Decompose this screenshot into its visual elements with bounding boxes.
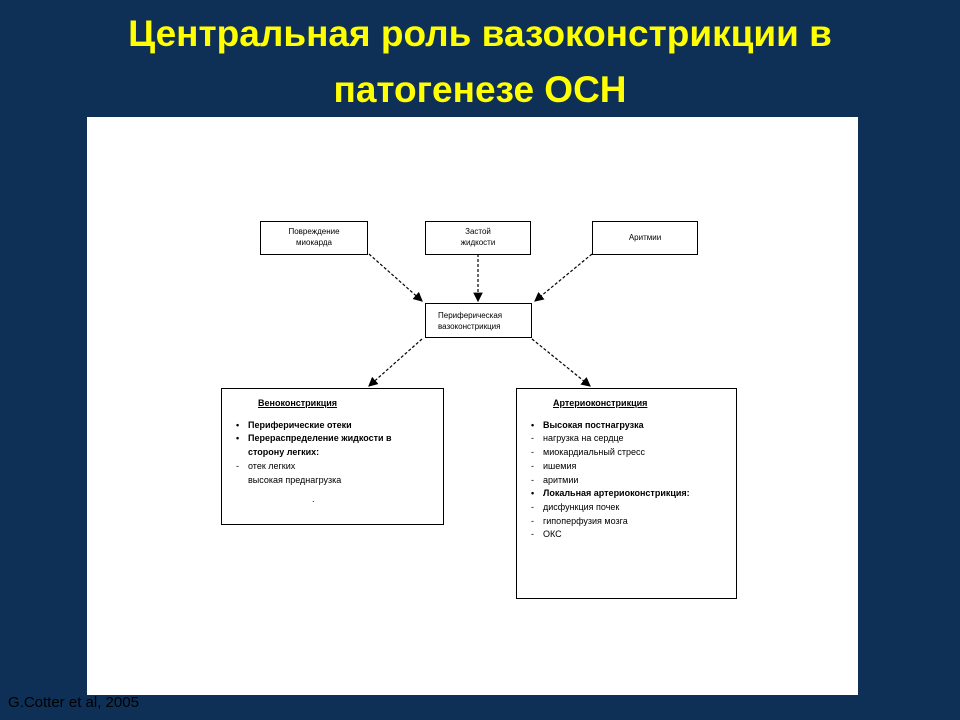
cause-label-line: жидкости — [460, 238, 496, 247]
diagram-panel: Повреждение миокарда Застой жидкости Ари… — [87, 117, 858, 695]
center-label-line: Периферическая — [438, 311, 503, 320]
list-item: ишемия — [529, 460, 730, 474]
list-item: отек легких — [234, 460, 437, 474]
arterioconstriction-heading: Артериоконстрикция — [553, 398, 648, 408]
cause-label-line: Аритмии — [628, 233, 662, 242]
arrow-center-to-arterio — [531, 338, 591, 387]
list-item: ОКС — [529, 528, 730, 542]
cause-box-myocardial-damage: Повреждение миокарда — [260, 221, 368, 255]
arrow-center-to-veno — [368, 338, 423, 387]
list-item: миокардиальный стресс — [529, 446, 730, 460]
list-item: высокая преднагрузка — [248, 474, 342, 485]
list-item: дисфункция почек — [529, 501, 730, 515]
cause-box-arrhythmia: Аритмии — [592, 221, 698, 255]
arrow-arrhythmia-to-center — [534, 253, 593, 302]
list-item: . — [312, 494, 315, 505]
list-item: Локальная артериоконстрикция: — [529, 487, 730, 501]
diagram-arrows — [368, 253, 593, 387]
citation: G.Cotter et al, 2005 — [8, 694, 139, 711]
center-label-line: вазоконстрикция — [438, 322, 501, 331]
list-item: нагрузка на сердце — [529, 432, 730, 446]
list-item: Перераспределение жидкости в — [234, 432, 437, 446]
list-item: Периферические отеки — [234, 419, 437, 433]
venoconstriction-box: Веноконстрикция Периферические отеки Пер… — [221, 388, 444, 525]
cause-label-line: Застой — [465, 227, 491, 236]
arrow-damage-to-center — [368, 253, 423, 302]
cause-label-line: Повреждение — [288, 227, 340, 236]
list-item: сторону легких: — [248, 447, 320, 458]
slide-title: Центральная роль вазоконстрикции в патог… — [128, 13, 832, 110]
center-box-peripheral-vasoconstriction: Периферическая вазоконстрикция — [425, 303, 532, 338]
venoconstriction-heading: Веноконстрикция — [258, 398, 338, 408]
list-item: аритмии — [529, 474, 730, 488]
cause-label-line: миокарда — [296, 238, 332, 247]
list-item: гипоперфузия мозга — [529, 515, 730, 529]
cause-box-fluid-congestion: Застой жидкости — [425, 221, 531, 255]
list-item: Высокая постнагрузка — [529, 419, 730, 433]
arterioconstriction-box: Артериоконстрикция Высокая постнагрузка … — [516, 388, 737, 599]
